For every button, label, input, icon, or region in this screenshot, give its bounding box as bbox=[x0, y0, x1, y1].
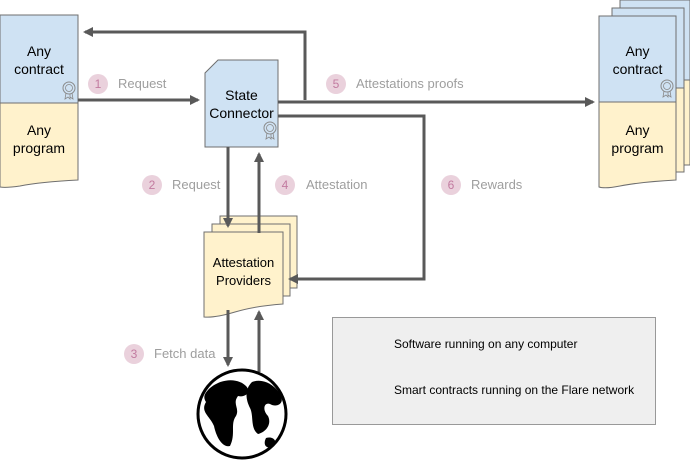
step-badge-4: 4 bbox=[275, 175, 295, 195]
state-connector-box bbox=[204, 59, 279, 148]
step-label-fetch-data: Fetch data bbox=[154, 346, 216, 361]
step-badge-5: 5 bbox=[326, 74, 346, 94]
left-program-box bbox=[0, 102, 79, 188]
step-badge-1: 1 bbox=[88, 74, 108, 94]
step-label-attestations-proofs: Attestations proofs bbox=[356, 76, 464, 91]
step-badge-6: 6 bbox=[441, 175, 461, 195]
arrow-rewards-6 bbox=[278, 114, 426, 284]
step-label-rewards: Rewards bbox=[471, 177, 523, 192]
legend bbox=[332, 317, 656, 425]
step-label-request-2: Request bbox=[172, 177, 221, 192]
attestation-providers-label: Attestation Providers bbox=[212, 255, 275, 288]
left-program-label: Any program bbox=[12, 122, 66, 156]
right-contract-label: Any contract bbox=[612, 43, 663, 77]
step-badge-2: 2 bbox=[142, 175, 162, 195]
legend-contracts-label: Smart contracts running on the Flare net… bbox=[394, 383, 635, 397]
arrows bbox=[78, 27, 595, 372]
step-label-request-1: Request bbox=[118, 76, 167, 91]
state-connector-label: State Connector bbox=[209, 87, 274, 121]
right-stack bbox=[598, 0, 690, 189]
legend-software-label: Software running on any computer bbox=[394, 337, 578, 351]
attestation-providers-box bbox=[203, 215, 298, 318]
right-program-label: Any program bbox=[611, 122, 664, 156]
step-label-attestation: Attestation bbox=[306, 177, 368, 192]
globe-icon bbox=[196, 368, 288, 460]
step-badge-3: 3 bbox=[124, 344, 144, 364]
left-contract-label: Any contract bbox=[14, 43, 64, 77]
arrow-proofs-back bbox=[83, 27, 307, 100]
